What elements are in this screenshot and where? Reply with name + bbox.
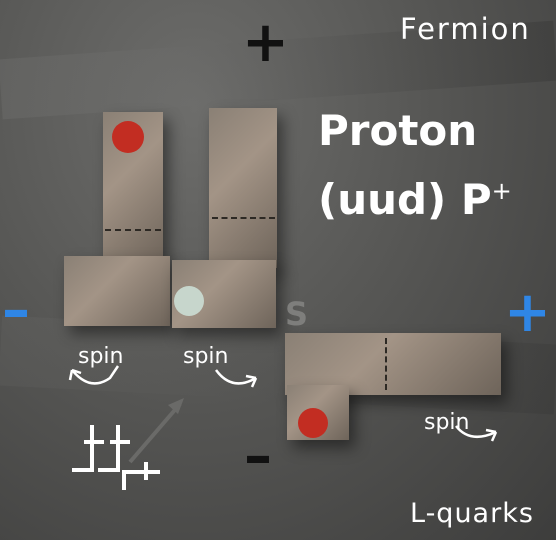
proton-subtitle: (uud) P+ bbox=[318, 175, 512, 224]
quark-right-bar bbox=[285, 333, 501, 395]
diagonal-arrow-icon bbox=[128, 402, 182, 464]
minus-sign-bottom: – bbox=[244, 424, 272, 489]
quark-middle-stem bbox=[209, 108, 277, 268]
proton-superscript: + bbox=[491, 177, 512, 205]
spin-arrow-right-icon bbox=[455, 425, 497, 439]
light-marker-middle bbox=[174, 286, 204, 316]
red-marker-left bbox=[112, 121, 144, 153]
proton-formula: (uud) P bbox=[318, 175, 492, 224]
lquarks-label: L-quarks bbox=[410, 498, 534, 529]
spin-arrow-left-icon bbox=[71, 365, 120, 385]
proton-title: Proton bbox=[318, 106, 478, 155]
plus-sign-right: + bbox=[504, 280, 551, 345]
s-letter: S bbox=[285, 295, 309, 333]
quark-left-foot bbox=[64, 256, 170, 326]
spin-label-left: spin bbox=[78, 344, 124, 369]
spin-arrow-middle-icon bbox=[214, 369, 257, 385]
plus-sign-top: + bbox=[242, 10, 289, 75]
minus-sign-left: – bbox=[2, 278, 30, 343]
red-marker-right bbox=[298, 408, 328, 438]
spin-label-middle: spin bbox=[183, 344, 229, 369]
quark-middle-dashline bbox=[212, 217, 275, 219]
quark-left-dashline bbox=[105, 229, 161, 231]
spin-diagram-icon bbox=[72, 425, 160, 490]
quark-right-dashline bbox=[385, 338, 387, 390]
fermion-label: Fermion bbox=[400, 12, 531, 46]
